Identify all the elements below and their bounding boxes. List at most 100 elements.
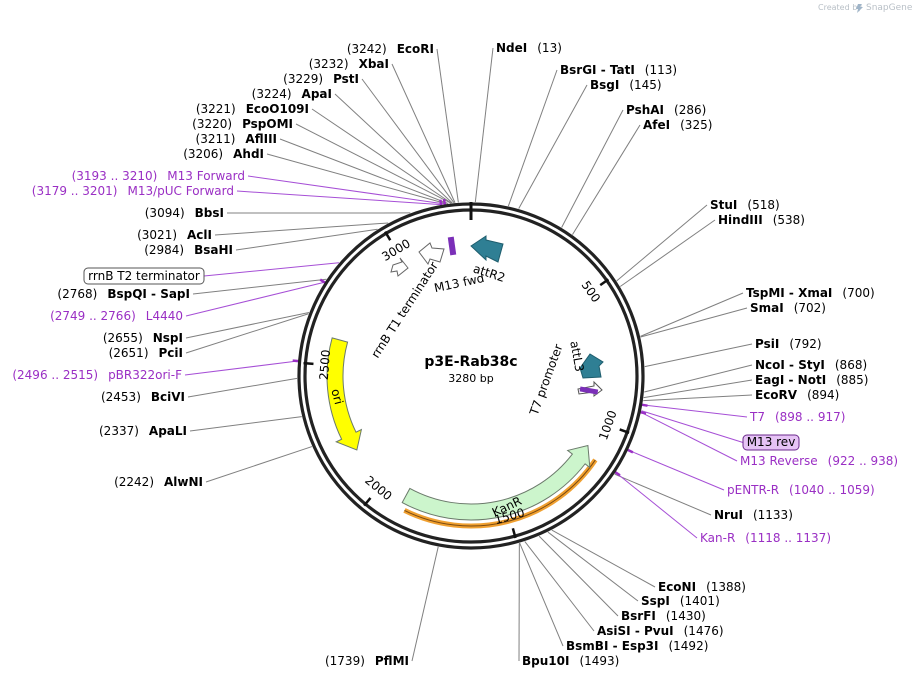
site-name: BciVI — [151, 390, 185, 404]
site-location: (325) — [680, 118, 712, 132]
site-name: PciI — [159, 346, 184, 360]
primer-site-mark-m13-reverse — [639, 410, 647, 415]
site-label-bsrfi: BsrFI(1430) — [621, 609, 706, 623]
leader-line-kan-r — [615, 472, 698, 539]
site-name: L4440 — [146, 309, 183, 323]
leader-line-afliii — [279, 138, 449, 204]
site-label-kan-r: Kan-R(1118 .. 1137) — [700, 531, 831, 545]
site-location: (2749 .. 2766) — [50, 309, 136, 323]
site-label-m13-reverse: M13 Reverse(922 .. 938) — [740, 454, 898, 468]
site-location: (868) — [835, 358, 867, 372]
tick-label-500: 500 — [579, 278, 604, 305]
leader-line-apai — [334, 93, 453, 204]
site-location: (2453) — [101, 390, 141, 404]
site-name: BsaHI — [194, 243, 233, 257]
site-label-pcii: (2651)PciI — [109, 346, 183, 360]
site-location: (1493) — [579, 654, 619, 668]
leader-line-bspqi-sapi — [192, 278, 327, 295]
site-name: AfeI — [643, 118, 670, 132]
site-name: BsgI — [590, 78, 619, 92]
leader-line-ecori — [436, 48, 459, 203]
site-label-pshai: PshAI(286) — [626, 103, 706, 117]
leader-line-pflmi — [411, 546, 439, 662]
site-label-pspomi: (3220)PspOMI — [192, 117, 293, 131]
site-label-econi: EcoNI(1388) — [658, 580, 746, 594]
site-name: T7 — [749, 410, 765, 424]
site-name: SmaI — [750, 301, 784, 315]
site-location: (2242) — [114, 475, 154, 489]
leader-line-ahdi — [266, 153, 447, 205]
site-name: XbaI — [359, 57, 389, 71]
site-name: TspMI - XmaI — [746, 286, 832, 300]
site-name: BsrFI — [621, 609, 656, 623]
site-location: (3193 .. 3210) — [72, 169, 158, 183]
site-label-ecoo109i: (3221)EcoO109I — [196, 102, 309, 116]
leader-line-bsmbi-esp3i — [519, 542, 564, 647]
site-location: (518) — [747, 198, 779, 212]
site-name: ApaLI — [149, 424, 187, 438]
site-location: (2337) — [99, 424, 139, 438]
site-name: BsmBI - Esp3I — [566, 639, 658, 653]
feature-ori — [326, 337, 363, 451]
site-label-apai: (3224)ApaI — [252, 87, 332, 101]
site-location: (700) — [842, 286, 874, 300]
primer-site-mark-m13-forward — [442, 198, 447, 206]
site-name: AsiSI - PvuI — [597, 624, 674, 638]
site-label-ecorv: EcoRV(894) — [755, 388, 839, 402]
site-label-apali: (2337) ApaLI — [99, 424, 187, 438]
site-label-afei: AfeI (325) — [643, 118, 712, 132]
leader-line-pcii — [185, 313, 309, 354]
site-label-l4440: (2749 .. 2766) L4440 — [50, 309, 183, 323]
site-label-acli: (3021)AclI — [137, 228, 212, 242]
boxed-label-m13-rev — [742, 434, 800, 451]
site-name: EcoRI — [397, 42, 434, 56]
watermark-prefix: Created by — [818, 3, 862, 12]
site-name: pENTR-R — [727, 483, 779, 497]
site-location: (3242) — [347, 42, 387, 56]
leader-line-econi — [551, 529, 656, 588]
site-location: (538) — [773, 213, 805, 227]
primer-site-mark-pbr322ori-f — [292, 359, 299, 363]
boxed-label-rrnb-t2-terminator — [83, 267, 205, 285]
site-location: (1401) — [680, 594, 720, 608]
leader-line-apali — [189, 416, 302, 432]
site-label-afliii: (3211)AflIII — [196, 132, 277, 146]
plasmid-length: 3280 bp — [448, 372, 493, 385]
attl3-arrow-shape — [579, 353, 604, 379]
site-label-sspi: SspI(1401) — [641, 594, 720, 608]
site-name: PstI — [333, 72, 359, 86]
site-label-bpu10i: Bpu10I(1493) — [522, 654, 619, 668]
feature-t7-promoter: T7 promoter — [527, 342, 603, 418]
site-label-psii: PsiI(792) — [755, 337, 822, 351]
site-location: (13) — [537, 41, 562, 55]
site-location: (898 .. 917) — [775, 410, 845, 424]
site-name: HindIII — [718, 213, 763, 227]
site-name: Kan-R — [700, 531, 735, 545]
site-label-pbr322ori-f: (2496 .. 2515)pBR322ori-F — [12, 368, 182, 382]
site-name: M13 Reverse — [740, 454, 818, 468]
site-label-ncoi-styi: NcoI - StyI(868) — [755, 358, 867, 372]
leader-line-pbr322ori-f — [184, 360, 298, 376]
site-label-nrui: NruI(1133) — [714, 508, 793, 522]
site-label-bsmbi-esp3i: BsmBI - Esp3I(1492) — [566, 639, 708, 653]
site-name: BbsI — [195, 206, 224, 220]
backbone-ring — [297, 202, 645, 550]
site-location: (1388) — [706, 580, 746, 594]
site-location: (1739) — [325, 654, 365, 668]
site-label-ecori: (3242) EcoRI — [347, 42, 434, 56]
site-location: (3224) — [252, 87, 292, 101]
site-location: (1133) — [753, 508, 793, 522]
site-name: M13 Forward — [167, 169, 245, 183]
site-label-pflmi: (1739)PflMI — [325, 654, 409, 668]
site-location: (3220) — [192, 117, 232, 131]
site-label-m13-puc-forward: (3179 .. 3201)M13/pUC Forward — [32, 184, 234, 198]
site-label-bbsi: (3094)BbsI — [145, 206, 224, 220]
site-label-bsgi: BsgI(145) — [590, 78, 662, 92]
leader-line-ncoi-styi — [644, 364, 753, 393]
leader-line-psii — [644, 343, 753, 368]
leader-line-bsgi — [518, 84, 588, 209]
m13-fwd-primer-bar — [447, 236, 457, 256]
site-label-bsrgi-tati: BsrGI - TatI(113) — [560, 63, 677, 77]
site-name: NdeI — [496, 41, 527, 55]
